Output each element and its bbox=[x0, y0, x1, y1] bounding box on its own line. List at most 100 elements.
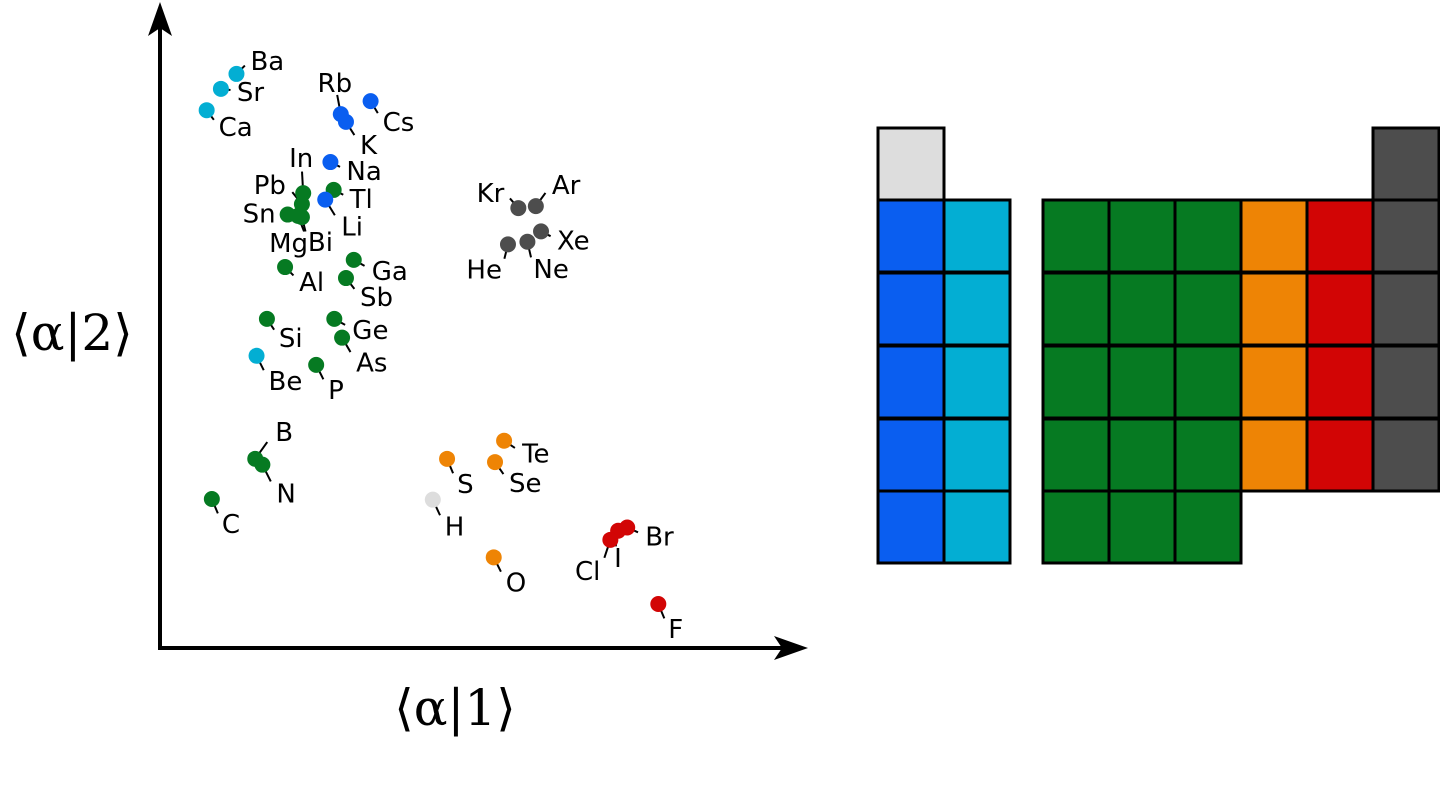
point-label-si: Si bbox=[279, 324, 303, 354]
point-label-br: Br bbox=[645, 523, 674, 553]
point-te bbox=[496, 432, 513, 449]
table-cell-r1-c1 bbox=[942, 198, 1012, 274]
point-label-mg: Mg bbox=[269, 229, 308, 259]
point-s bbox=[439, 450, 456, 467]
point-label-h: H bbox=[445, 513, 465, 543]
table-cell-r2-c0 bbox=[876, 271, 946, 347]
table-cell-r3-c3 bbox=[1041, 344, 1111, 420]
point-n bbox=[254, 456, 271, 473]
point-f bbox=[650, 595, 667, 612]
point-ne bbox=[519, 233, 536, 250]
table-cell-r2-c5 bbox=[1173, 271, 1243, 347]
table-cell-r0-c8 bbox=[1371, 126, 1440, 202]
table-cell-r1-c8 bbox=[1371, 198, 1440, 274]
point-label-li: Li bbox=[341, 213, 363, 243]
point-na bbox=[322, 154, 339, 171]
table-cell-r2-c4 bbox=[1107, 271, 1177, 347]
table-cell-r5-c3 bbox=[1041, 489, 1111, 565]
point-label-ge: Ge bbox=[352, 316, 388, 346]
point-label-ne: Ne bbox=[533, 255, 568, 285]
table-cell-r4-c6 bbox=[1239, 417, 1309, 493]
point-label-i: I bbox=[614, 544, 622, 574]
point-ga bbox=[345, 251, 362, 268]
point-kr bbox=[510, 200, 527, 217]
table-cell-r1-c7 bbox=[1305, 198, 1375, 274]
table-cell-r4-c0 bbox=[876, 417, 946, 493]
point-ca bbox=[198, 102, 215, 119]
table-cell-r5-c5 bbox=[1173, 489, 1243, 565]
point-label-kr: Kr bbox=[477, 179, 505, 209]
table-cell-r3-c4 bbox=[1107, 344, 1177, 420]
point-label-sn: Sn bbox=[243, 200, 276, 230]
table-cell-r1-c0 bbox=[876, 198, 946, 274]
point-h bbox=[424, 491, 441, 508]
point-label-o: O bbox=[506, 568, 526, 598]
table-cell-r3-c7 bbox=[1305, 344, 1375, 420]
table-cell-r1-c6 bbox=[1239, 198, 1309, 274]
table-cell-r3-c0 bbox=[876, 344, 946, 420]
point-sb bbox=[337, 270, 354, 287]
point-label-xe: Xe bbox=[557, 226, 590, 256]
y-axis-arrowhead bbox=[148, 2, 172, 36]
point-be bbox=[248, 347, 265, 364]
point-label-cl: Cl bbox=[575, 557, 600, 587]
data-points bbox=[198, 65, 667, 612]
point-he bbox=[499, 236, 516, 253]
point-label-he: He bbox=[466, 255, 502, 285]
point-label-ca: Ca bbox=[219, 113, 253, 143]
point-label-te: Te bbox=[521, 440, 549, 470]
point-label-bi: Bi bbox=[308, 228, 333, 258]
point-li bbox=[317, 191, 334, 208]
table-cell-r5-c4 bbox=[1107, 489, 1177, 565]
point-as bbox=[334, 329, 351, 346]
point-label-pb: Pb bbox=[254, 171, 286, 201]
periodic-table-key bbox=[876, 126, 1440, 565]
point-label-ar: Ar bbox=[552, 171, 581, 201]
table-cell-r3-c6 bbox=[1239, 344, 1309, 420]
table-cell-r4-c5 bbox=[1173, 417, 1243, 493]
table-cell-r0-c0 bbox=[876, 126, 946, 202]
point-label-s: S bbox=[457, 470, 474, 500]
table-cell-r1-c4 bbox=[1107, 198, 1177, 274]
point-bi bbox=[293, 209, 310, 226]
table-cell-r2-c6 bbox=[1239, 271, 1309, 347]
point-label-b: B bbox=[275, 418, 293, 448]
point-label-cs: Cs bbox=[383, 108, 415, 138]
point-label-f: F bbox=[668, 615, 683, 645]
point-k bbox=[337, 113, 354, 130]
table-cell-r3-c5 bbox=[1173, 344, 1243, 420]
leader-lines bbox=[205, 64, 666, 619]
x-axis-title: ⟨α|1⟩ bbox=[394, 679, 515, 737]
table-cell-r5-c1 bbox=[942, 489, 1012, 565]
table-cell-r2-c8 bbox=[1371, 271, 1440, 347]
table-cell-r3-c8 bbox=[1371, 344, 1440, 420]
point-o bbox=[485, 549, 502, 566]
point-si bbox=[258, 310, 275, 327]
point-ge bbox=[326, 310, 343, 327]
point-label-na: Na bbox=[346, 157, 381, 187]
table-cell-r1-c3 bbox=[1041, 198, 1111, 274]
point-ba bbox=[228, 65, 245, 82]
table-cell-r4-c3 bbox=[1041, 417, 1111, 493]
point-label-al: Al bbox=[299, 268, 324, 298]
point-label-p: P bbox=[328, 376, 344, 406]
point-label-in: In bbox=[289, 144, 313, 174]
point-cs bbox=[362, 93, 379, 110]
table-cell-r4-c7 bbox=[1305, 417, 1375, 493]
point-cl bbox=[602, 531, 619, 548]
point-label-sb: Sb bbox=[360, 283, 393, 313]
point-label-rb: Rb bbox=[318, 69, 353, 99]
point-ar bbox=[527, 198, 544, 215]
table-cell-r4-c1 bbox=[942, 417, 1012, 493]
point-label-sr: Sr bbox=[237, 78, 265, 108]
x-axis-arrowhead bbox=[774, 636, 808, 660]
point-label-tl: Tl bbox=[349, 185, 373, 215]
point-label-n: N bbox=[276, 480, 295, 510]
point-label-c: C bbox=[222, 510, 240, 540]
point-label-k: K bbox=[360, 131, 378, 161]
point-al bbox=[277, 259, 294, 276]
table-cell-r4-c8 bbox=[1371, 417, 1440, 493]
table-cell-r1-c5 bbox=[1173, 198, 1243, 274]
